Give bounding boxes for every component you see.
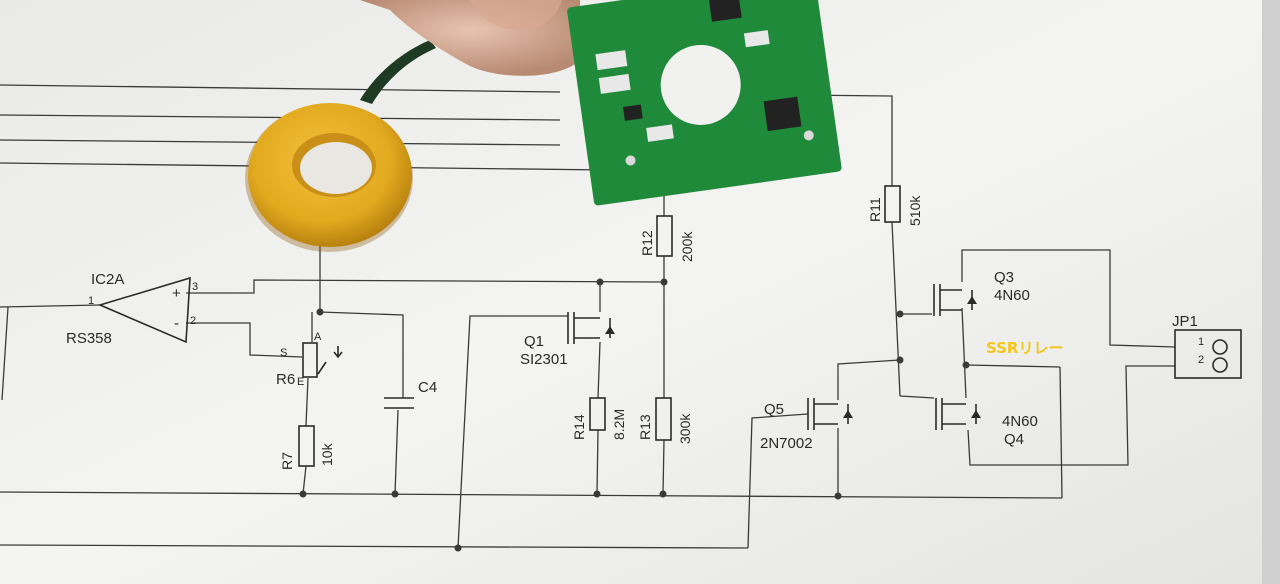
q4-part: 4N60 — [1002, 413, 1038, 430]
opamp-plus-sign: + — [172, 285, 181, 302]
q5-part: 2N7002 — [760, 435, 813, 452]
r14-ref: R14 — [571, 414, 587, 440]
r7-ref: R7 — [279, 452, 295, 470]
q1-part: SI2301 — [520, 351, 568, 368]
q1-ref: Q1 — [524, 333, 544, 350]
q1-mosfet: Q1 SI2301 — [520, 312, 615, 368]
r12-value: 200k — [679, 231, 695, 262]
r11-value: 510k — [907, 195, 923, 226]
q4-mosfet: 4N60 Q4 — [935, 398, 1038, 448]
opamp-pin-out: 1 — [88, 295, 94, 307]
wires — [0, 84, 1176, 549]
opamp-ic2a: IC2A RS358 1 3 2 + - — [66, 271, 198, 347]
r11-resistor: R11 510k — [867, 185, 923, 226]
r6-ref: R6 — [276, 371, 295, 388]
q3-part: 4N60 — [994, 287, 1030, 304]
hand-thumb — [360, 0, 580, 76]
c4-ref: C4 — [418, 379, 437, 396]
opamp-part: RS358 — [66, 330, 112, 347]
ssr-relay-caption: SSRリレー — [986, 339, 1063, 357]
r13-ref: R13 — [637, 414, 653, 440]
q5-mosfet: Q5 2N7002 — [760, 398, 853, 452]
r13-value: 300k — [677, 413, 693, 444]
r7-resistor: R7 10k — [279, 425, 335, 470]
r6-pin-e: E — [297, 376, 304, 388]
r7-value: 10k — [319, 442, 335, 466]
jp1-pin1: 1 — [1198, 336, 1204, 348]
r12-ref: R12 — [639, 230, 655, 256]
toroid-core — [245, 40, 436, 252]
r11-ref: R11 — [867, 197, 883, 222]
opamp-pin-minus: 2 — [190, 315, 196, 327]
opamp-pin-plus: 3 — [192, 281, 198, 293]
r14-value: 8.2M — [611, 409, 627, 440]
jp1-connector: JP1 1 2 — [1172, 313, 1242, 379]
r6-pin-a: A — [314, 331, 322, 343]
r14-resistor: R14 8.2M — [571, 397, 627, 440]
c4-capacitor: C4 — [384, 379, 437, 409]
opamp-ref: IC2A — [91, 271, 124, 288]
r6-pin-s: S — [280, 347, 287, 359]
opamp-minus-sign: - — [174, 315, 179, 332]
junctions — [299, 278, 970, 552]
r12-resistor: R12 200k — [639, 215, 695, 262]
jp1-pin2: 2 — [1198, 354, 1204, 366]
paper-edge — [1262, 0, 1280, 584]
jp1-ref: JP1 — [1172, 313, 1198, 330]
r6-potentiometer: R6 S A E — [276, 331, 343, 388]
r13-resistor: R13 300k — [637, 397, 693, 444]
pcb-board — [567, 0, 842, 206]
q3-mosfet: Q3 4N60 — [933, 269, 1030, 316]
q5-ref: Q5 — [764, 401, 784, 418]
q3-ref: Q3 — [994, 269, 1014, 286]
q4-ref: Q4 — [1004, 431, 1024, 448]
